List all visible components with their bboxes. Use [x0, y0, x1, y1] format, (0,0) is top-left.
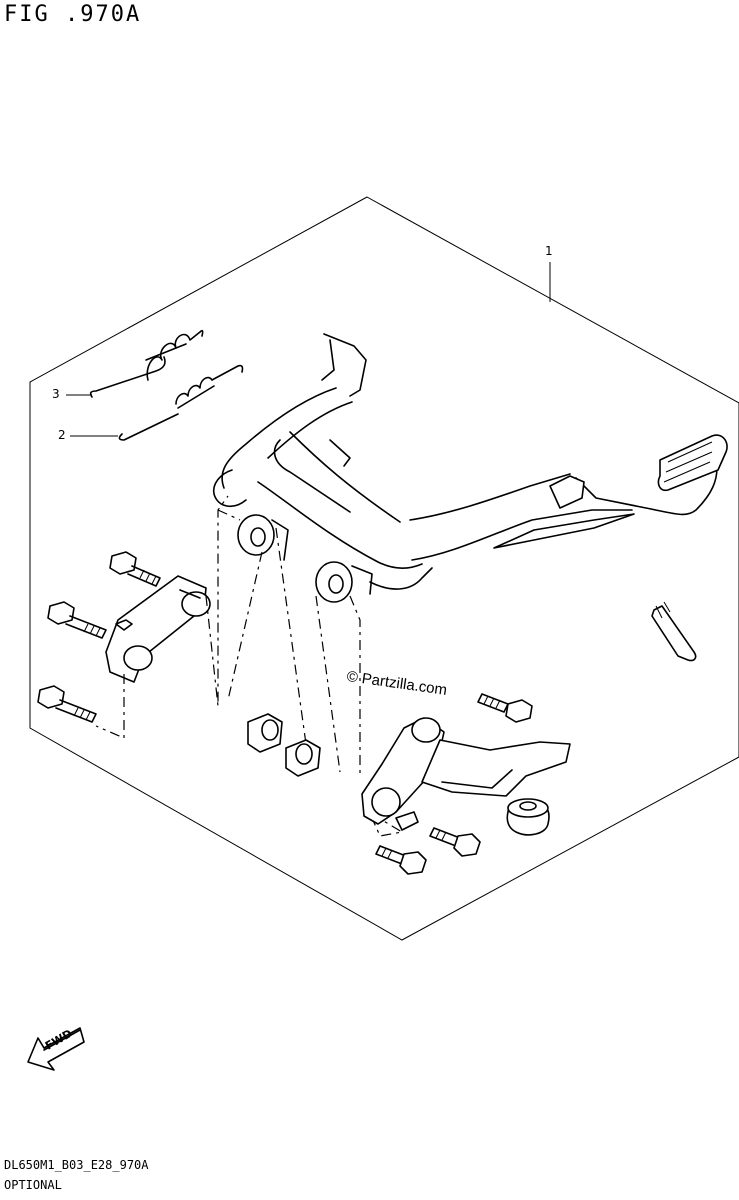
- pin-small[interactable]: [115, 619, 133, 631]
- callout-1: 1: [545, 244, 553, 258]
- rubber-stopper[interactable]: [506, 798, 550, 836]
- pin-right[interactable]: [651, 601, 697, 662]
- callout-3: 3: [52, 387, 60, 401]
- assembly-guide-lines: [95, 495, 404, 837]
- stand-arm-right[interactable]: [361, 717, 571, 831]
- bolt-right-upper[interactable]: [477, 693, 533, 723]
- spring-part-3[interactable]: [66, 329, 204, 398]
- bolt-right-lower-b[interactable]: [375, 845, 427, 875]
- bolt-left-middle[interactable]: [47, 601, 107, 639]
- figure-title: FIG .970A: [4, 2, 142, 27]
- fwd-direction-arrow: FWD: [27, 1027, 85, 1071]
- bushing-collar-small[interactable]: [285, 739, 321, 777]
- section-label: OPTIONAL: [4, 1178, 62, 1192]
- spring-part-2[interactable]: [70, 364, 244, 441]
- callout-2: 2: [58, 428, 66, 442]
- bolt-left-lower[interactable]: [37, 685, 97, 723]
- kit-boundary: [29, 196, 739, 941]
- bushing-collar[interactable]: [247, 713, 283, 753]
- left-bracket[interactable]: [105, 575, 211, 683]
- bolt-right-lower-a[interactable]: [429, 827, 481, 857]
- center-stand-frame[interactable]: [212, 333, 728, 603]
- bolt-left-upper[interactable]: [109, 551, 161, 587]
- figure-code: DL650M1_B03_E28_970A: [4, 1158, 149, 1172]
